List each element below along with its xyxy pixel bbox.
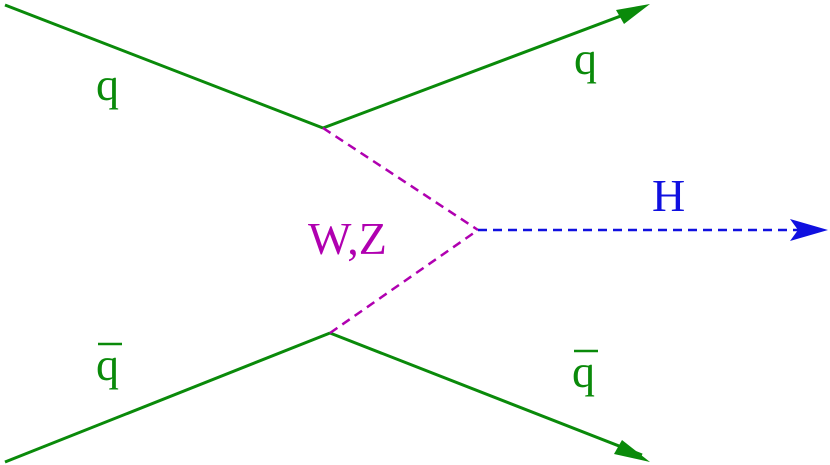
incoming-quark-label: q (96, 59, 119, 110)
outgoing-quark-arrowhead (616, 4, 650, 24)
incoming-quark-line (4, 3, 324, 130)
incoming-antiquark-label: q (96, 339, 119, 390)
boson-lines (322, 126, 479, 335)
outgoing-quark-label: q (574, 33, 597, 84)
upper-boson-line (322, 126, 479, 232)
incoming-antiquark-label-group: q (96, 339, 122, 390)
outgoing-antiquark-label: q (572, 346, 595, 397)
quark-lines (4, 3, 643, 464)
higgs-arrowhead (790, 219, 828, 241)
lower-boson-line (329, 228, 479, 335)
outgoing-quark-line (322, 6, 643, 130)
quark-arrowheads (614, 4, 650, 462)
higgs-label: H (652, 170, 685, 221)
incoming-antiquark-line (4, 331, 331, 464)
outgoing-antiquark-line (329, 331, 643, 457)
outgoing-antiquark-arrowhead (614, 440, 650, 462)
outgoing-antiquark-label-group: q (572, 346, 598, 397)
boson-label: W,Z (308, 213, 387, 264)
